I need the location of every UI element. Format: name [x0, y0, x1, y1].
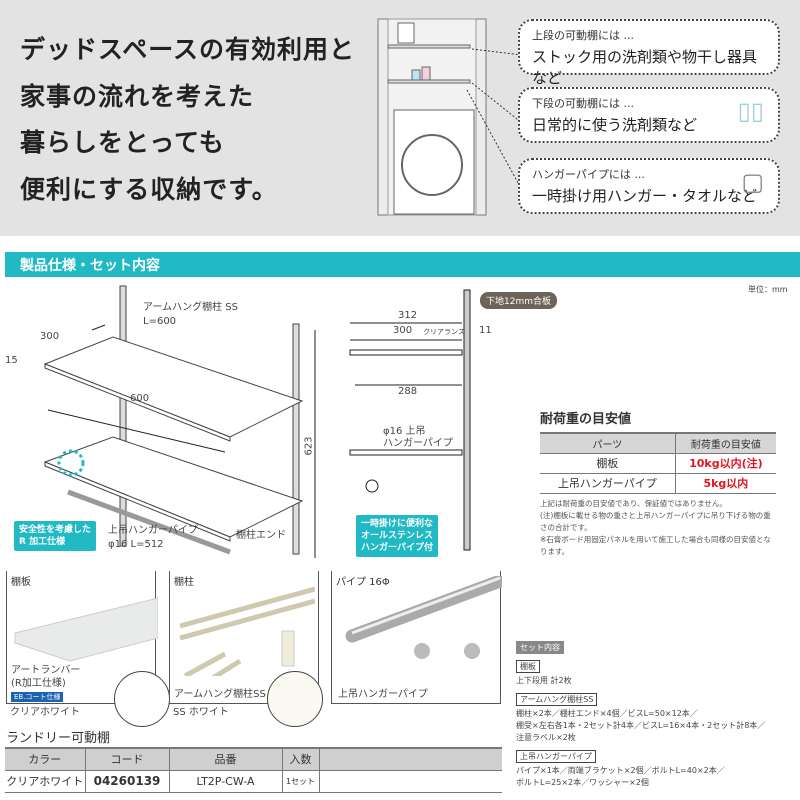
callout-text: 日常的に使う洗剤類など	[532, 116, 698, 134]
pipe-label: 上吊ハンガーパイプ	[108, 525, 198, 536]
set-contents: セット内容 棚板 上下段用 計2枚 アームハング棚柱SS 棚柱×2本／棚柱エンド…	[516, 641, 766, 787]
card-post: 棚柱 アームハング棚柱SS	[169, 571, 323, 727]
dim-thickness: 15	[5, 355, 18, 366]
callout-label: 下段の可動棚には ...	[532, 97, 634, 110]
color-name: クリアホワイト	[10, 707, 80, 718]
dim-300: 300	[393, 325, 413, 336]
headline-line: 便利にする収納です。	[20, 175, 278, 204]
shelf-board-image	[14, 597, 158, 662]
dim-312: 312	[398, 310, 418, 321]
pipe-image	[345, 576, 502, 659]
callout-text: 一時掛け用ハンガー・タオルなど	[532, 187, 758, 205]
color-name: SS ホワイト	[173, 707, 229, 718]
product-title: ランドリー可動棚	[6, 731, 111, 746]
end-label: 棚柱エンド	[236, 530, 286, 541]
unit-label: 単位：mm	[748, 285, 788, 294]
callout-label: ハンガーパイプには ...	[532, 168, 645, 181]
color-swatch	[267, 671, 323, 727]
load-notes: 上記は耐荷重の目安値であり、保証値ではありません。(注)棚板に載せる物の重さと上…	[540, 498, 771, 556]
headline-line: デッドスペースの有効利用と	[20, 35, 356, 64]
card-shelf-board: 棚板 アートランバー (R加工仕様) EB.コート仕様	[6, 571, 170, 727]
headline-line: 家事の流れを考えた	[20, 82, 255, 111]
callout-label: 上段の可動棚には ...	[532, 29, 634, 42]
dim-depth: 300	[40, 331, 60, 342]
load-title: 耐荷重の目安値	[540, 412, 632, 427]
callout-text: ストック用の洗剤類や物干し器具など	[532, 48, 758, 87]
section-title: 製品仕様・セット内容	[5, 252, 800, 277]
dim-11: 11	[479, 325, 492, 336]
dim-height: 623	[303, 436, 315, 456]
towel-hanger-icon: ▢	[741, 168, 764, 196]
callout-upper-shelf: 上段の可動棚には ... ストック用の洗剤類や物干し器具など	[518, 19, 780, 87]
eb-coat-badge: EB.コート仕様	[11, 692, 64, 702]
detergent-bottle-icon: ▯▯	[737, 97, 764, 125]
card-pipe: パイプ 16Φ 上吊ハンガーパイプ	[331, 571, 502, 704]
stainless-note: 一時掛けに便利なオールステンレスハンガーパイプ付	[356, 515, 439, 557]
laundry-illustration	[377, 18, 522, 216]
headline-line: 暮らしをとっても	[20, 128, 225, 157]
post-label: アームハング棚柱 SS	[143, 302, 238, 313]
color-swatch	[114, 671, 170, 727]
post-image	[179, 586, 315, 676]
hero-section: デッドスペースの有効利用と 家事の流れを考えた 暮らしをとっても 便利にする収納…	[0, 0, 800, 236]
board-label: 下地12mm合板	[480, 292, 557, 309]
dim-width: 600	[130, 393, 150, 404]
clearance-label: クリアランス	[423, 328, 465, 336]
post-length: L=600	[143, 316, 177, 327]
callout-hanger-pipe: ハンガーパイプには ... 一時掛け用ハンガー・タオルなど ▢	[518, 158, 780, 214]
pipe-spec: φ16 L=512	[108, 539, 164, 550]
dim-288: 288	[398, 386, 418, 397]
side-pipe-label: φ16 上吊ハンガーパイプ	[383, 426, 453, 449]
callout-lower-shelf: 下段の可動棚には ... 日常的に使う洗剤類など ▯▯	[518, 87, 780, 143]
shelf-diagram	[43, 285, 471, 558]
